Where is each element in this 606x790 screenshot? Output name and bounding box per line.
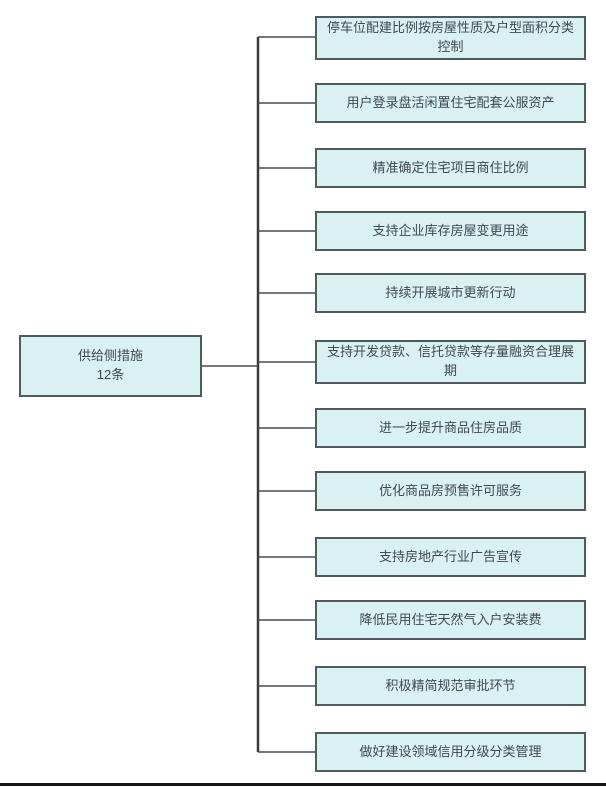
branch-label: 做好建设领域信用分级分类管理 bbox=[359, 743, 542, 759]
root-node-title: 供给侧措施 bbox=[77, 348, 143, 364]
branch-node-loan-extension: 支持开发贷款、信托贷款等存量融资合理展期 bbox=[315, 340, 586, 384]
branch-node-parking-ratio: 停车位配建比例按房屋性质及户型面积分类控制 bbox=[315, 16, 586, 60]
branch-node-credit-classification: 做好建设领域信用分级分类管理 bbox=[315, 732, 586, 772]
branch-label: 支持开发贷款、信托贷款等存量融资合理展期 bbox=[327, 344, 575, 378]
branch-label: 精准确定住宅项目商住比例 bbox=[372, 159, 529, 175]
branch-label: 支持房地产行业广告宣传 bbox=[378, 548, 522, 564]
branch-label: 积极精简规范审批环节 bbox=[385, 677, 516, 693]
branch-node-idle-assets: 用户登录盘活闲置住宅配套公服资产 bbox=[315, 83, 586, 123]
root-node-subtitle: 12条 bbox=[96, 367, 125, 382]
branch-node-inventory-usage-change: 支持企业库存房屋变更用途 bbox=[315, 211, 586, 251]
bottom-border-line bbox=[0, 783, 606, 786]
branch-label: 停车位配建比例按房屋性质及户型面积分类控制 bbox=[327, 20, 575, 54]
branch-label: 进一步提升商品住房品质 bbox=[378, 419, 522, 435]
branch-node-commercial-residential-ratio: 精准确定住宅项目商住比例 bbox=[315, 148, 586, 188]
branch-label: 支持企业库存房屋变更用途 bbox=[372, 222, 529, 238]
branch-label: 持续开展城市更新行动 bbox=[385, 284, 516, 300]
branch-node-urban-renewal: 持续开展城市更新行动 bbox=[315, 273, 586, 313]
branch-node-approval-simplification: 积极精简规范审批环节 bbox=[315, 666, 586, 706]
branch-node-housing-quality: 进一步提升商品住房品质 bbox=[315, 408, 586, 448]
branch-label: 优化商品房预售许可服务 bbox=[378, 482, 522, 498]
branch-node-presale-permit-service: 优化商品房预售许可服务 bbox=[315, 471, 586, 511]
root-node-supply-side-measures: 供给侧措施 12条 bbox=[19, 335, 202, 397]
branch-node-gas-installation-fee: 降低民用住宅天然气入户安装费 bbox=[315, 600, 586, 640]
branch-label: 降低民用住宅天然气入户安装费 bbox=[359, 611, 542, 627]
branch-label: 用户登录盘活闲置住宅配套公服资产 bbox=[346, 94, 555, 110]
branch-node-advertising-support: 支持房地产行业广告宣传 bbox=[315, 537, 586, 577]
